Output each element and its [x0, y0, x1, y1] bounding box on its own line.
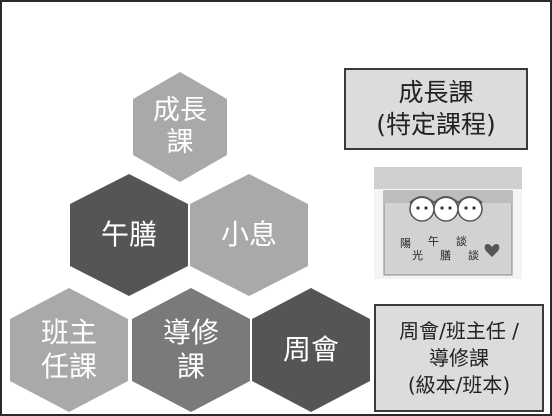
hexagon-assembly: 周會	[252, 288, 370, 412]
hexagon-shape	[10, 288, 128, 412]
growth-lesson-box: 成長課 (特定課程)	[344, 68, 528, 150]
photo-sign-char: 午	[428, 235, 439, 248]
growth-lesson-box-text: 成長課 (特定課程)	[376, 77, 496, 140]
assembly-tutorial-box-text: 周會/班主任 / 導修課 (級本/班本)	[399, 318, 519, 397]
hexagon-shape	[132, 288, 250, 412]
hexagon-class-teacher-lesson: 班主 任課	[10, 288, 128, 412]
hexagon-label: 導修 課	[162, 316, 219, 383]
photo-sign-char: 陽	[400, 237, 411, 250]
hexagon-label: 小息	[220, 218, 277, 252]
hexagon-shape	[133, 72, 227, 182]
lunch-activity-photo: 陽 光 午 膳 談 談	[374, 167, 522, 279]
assembly-tutorial-box: 周會/班主任 / 導修課 (級本/班本)	[374, 304, 544, 412]
photo-sign-char: 談	[468, 248, 479, 262]
hexagon-shape	[70, 174, 188, 296]
hexagon-lunch: 午膳	[70, 174, 188, 296]
hexagon-label: 班主 任課	[40, 316, 97, 383]
hexagon-recess: 小息	[190, 174, 308, 296]
hexagon-growth-lesson: 成長 課	[133, 72, 227, 182]
photo-sign-char: 光	[412, 248, 423, 262]
hexagon-tutorial-lesson: 導修 課	[132, 288, 250, 412]
photo-sign-char: 膳	[440, 248, 451, 262]
hexagon-shape	[190, 174, 308, 296]
hexagon-label: 周會	[282, 333, 339, 367]
hexagon-label: 午膳	[100, 218, 157, 252]
hexagon-shape	[252, 288, 370, 412]
photo-sign-char: 談	[456, 234, 467, 248]
photo-illustration: 陽 光 午 膳 談 談	[374, 167, 522, 279]
hexagon-label: 成長 課	[153, 94, 207, 158]
